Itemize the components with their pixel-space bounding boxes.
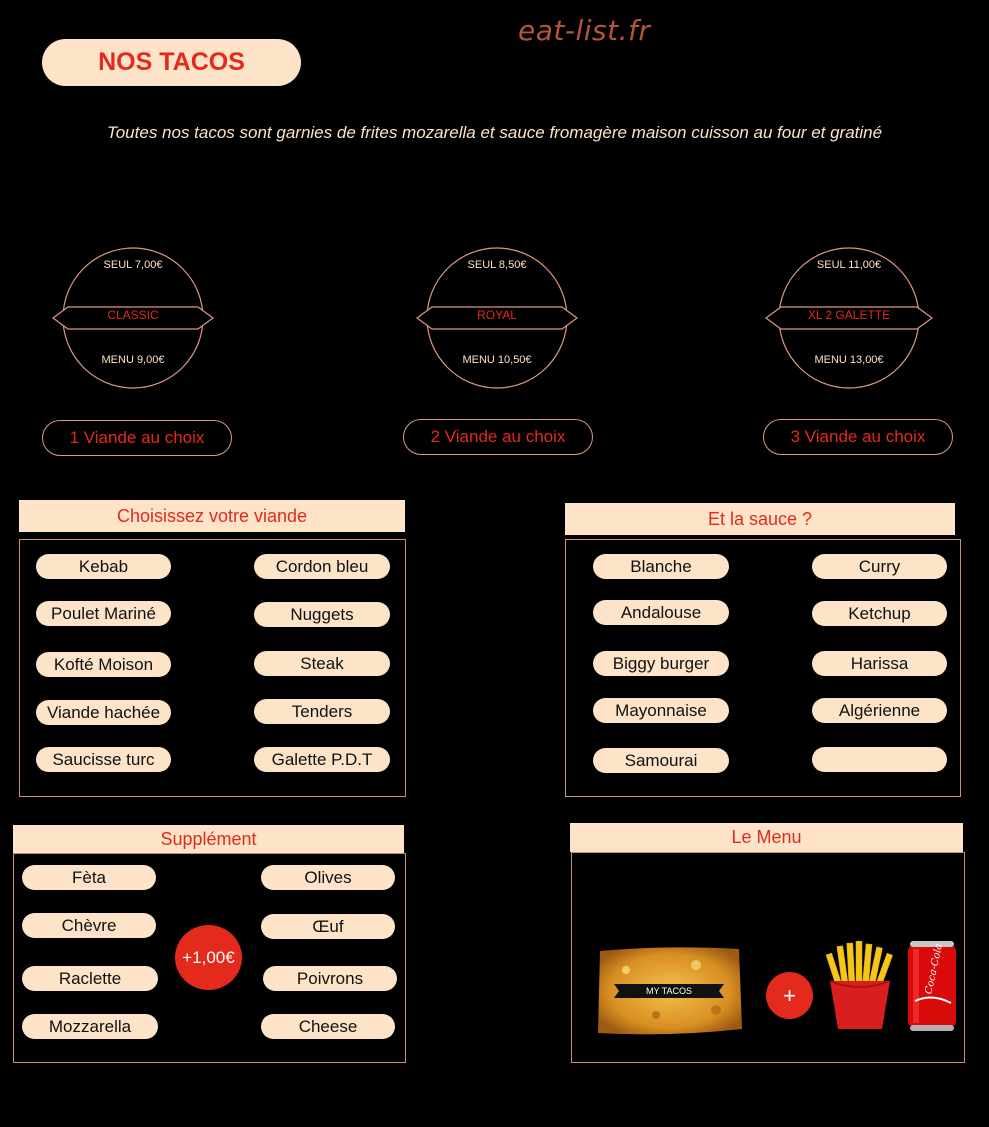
viande-item-saucisse-turc[interactable]: Saucisse turc: [36, 747, 171, 772]
sauce-header: Et la sauce ?: [565, 503, 955, 535]
badge-name: XL 2 GALETTE: [807, 308, 891, 322]
supplement-item-raclette[interactable]: Raclette: [22, 966, 158, 991]
supplement-box: [13, 853, 406, 1063]
viande-item-cordon-bleu[interactable]: Cordon bleu: [254, 554, 390, 579]
badge-name: ROYAL: [477, 308, 517, 322]
supplement-item-mozzarella[interactable]: Mozzarella: [22, 1014, 158, 1039]
tacos-image: MY TACOS: [596, 945, 743, 1037]
sauce-item-curry[interactable]: Curry: [812, 554, 947, 579]
taco-badge-xl[interactable]: SEUL 11,00€ XL 2 GALETTE MENU 13,00€: [764, 246, 934, 394]
viande-count-royal: 2 Viande au choix: [403, 419, 593, 455]
sauce-item-empty[interactable]: [812, 747, 947, 772]
supplement-item-feta[interactable]: Fèta: [22, 865, 156, 890]
menu-box: [571, 852, 965, 1063]
subtitle: Toutes nos tacos sont garnies de frites …: [106, 123, 883, 142]
sauce-box: [565, 539, 961, 797]
menu-plus-icon: +: [766, 972, 813, 1019]
supplement-item-oeuf[interactable]: Œuf: [261, 914, 395, 939]
sauce-item-andalouse[interactable]: Andalouse: [593, 600, 729, 625]
viande-item-galette-pdt[interactable]: Galette P.D.T: [254, 747, 390, 772]
tacos-label: MY TACOS: [645, 986, 692, 996]
badge-menu-price: MENU 13,00€: [814, 354, 884, 366]
taco-badge-classic[interactable]: SEUL 7,00€ CLASSIC MENU 9,00€: [48, 246, 218, 394]
page-title: NOS TACOS: [42, 39, 301, 86]
sauce-item-ketchup[interactable]: Ketchup: [812, 601, 947, 626]
badge-seul-price: SEUL 8,50€: [467, 259, 527, 271]
viande-item-tenders[interactable]: Tenders: [254, 699, 390, 724]
fries-image: [824, 940, 896, 1031]
supplement-price-badge: +1,00€: [175, 925, 242, 990]
watermark: eat-list.fr: [518, 14, 651, 47]
fries-icon: [825, 940, 893, 1029]
supplement-item-chevre[interactable]: Chèvre: [22, 913, 156, 938]
viande-item-poulet-marine[interactable]: Poulet Mariné: [36, 601, 171, 626]
coca-can-image: Coca-Cola: [905, 939, 959, 1032]
badge-outline-icon: [415, 247, 579, 389]
viande-count-classic: 1 Viande au choix: [42, 420, 232, 456]
viande-header: Choisissez votre viande: [19, 500, 405, 532]
viande-item-steak[interactable]: Steak: [254, 651, 390, 676]
coca-can-icon: [908, 941, 956, 1031]
badge-seul-price: SEUL 11,00€: [816, 259, 882, 271]
viande-item-kebab[interactable]: Kebab: [36, 554, 171, 579]
supplement-item-olives[interactable]: Olives: [261, 865, 395, 890]
badge-seul-price: SEUL 7,00€: [103, 259, 163, 271]
menu-header: Le Menu: [570, 823, 963, 852]
viande-item-kofte-moison[interactable]: Kofté Moison: [36, 652, 171, 677]
badge-menu-price: MENU 9,00€: [101, 354, 165, 366]
sauce-item-biggy-burger[interactable]: Biggy burger: [593, 651, 729, 676]
supplement-header: Supplément: [13, 825, 404, 853]
sauce-item-harissa[interactable]: Harissa: [812, 651, 947, 676]
sauce-item-samourai[interactable]: Samourai: [593, 748, 729, 773]
sauce-item-mayonnaise[interactable]: Mayonnaise: [593, 698, 729, 723]
viande-item-nuggets[interactable]: Nuggets: [254, 602, 390, 627]
sauce-item-blanche[interactable]: Blanche: [593, 554, 729, 579]
viande-box: [19, 539, 406, 797]
viande-item-viande-hachee[interactable]: Viande hachée: [36, 700, 171, 725]
supplement-item-poivrons[interactable]: Poivrons: [263, 966, 397, 991]
viande-count-xl: 3 Viande au choix: [763, 419, 953, 455]
taco-badge-royal[interactable]: SEUL 8,50€ ROYAL MENU 10,50€: [412, 246, 582, 394]
supplement-item-cheese[interactable]: Cheese: [261, 1014, 395, 1039]
sauce-item-algerienne[interactable]: Algérienne: [812, 698, 947, 723]
badge-name: CLASSIC: [107, 308, 159, 322]
badge-outline-icon: [764, 247, 934, 389]
badge-outline-icon: [51, 247, 215, 389]
badge-menu-price: MENU 10,50€: [462, 354, 532, 366]
tacos-icon: [598, 947, 742, 1035]
